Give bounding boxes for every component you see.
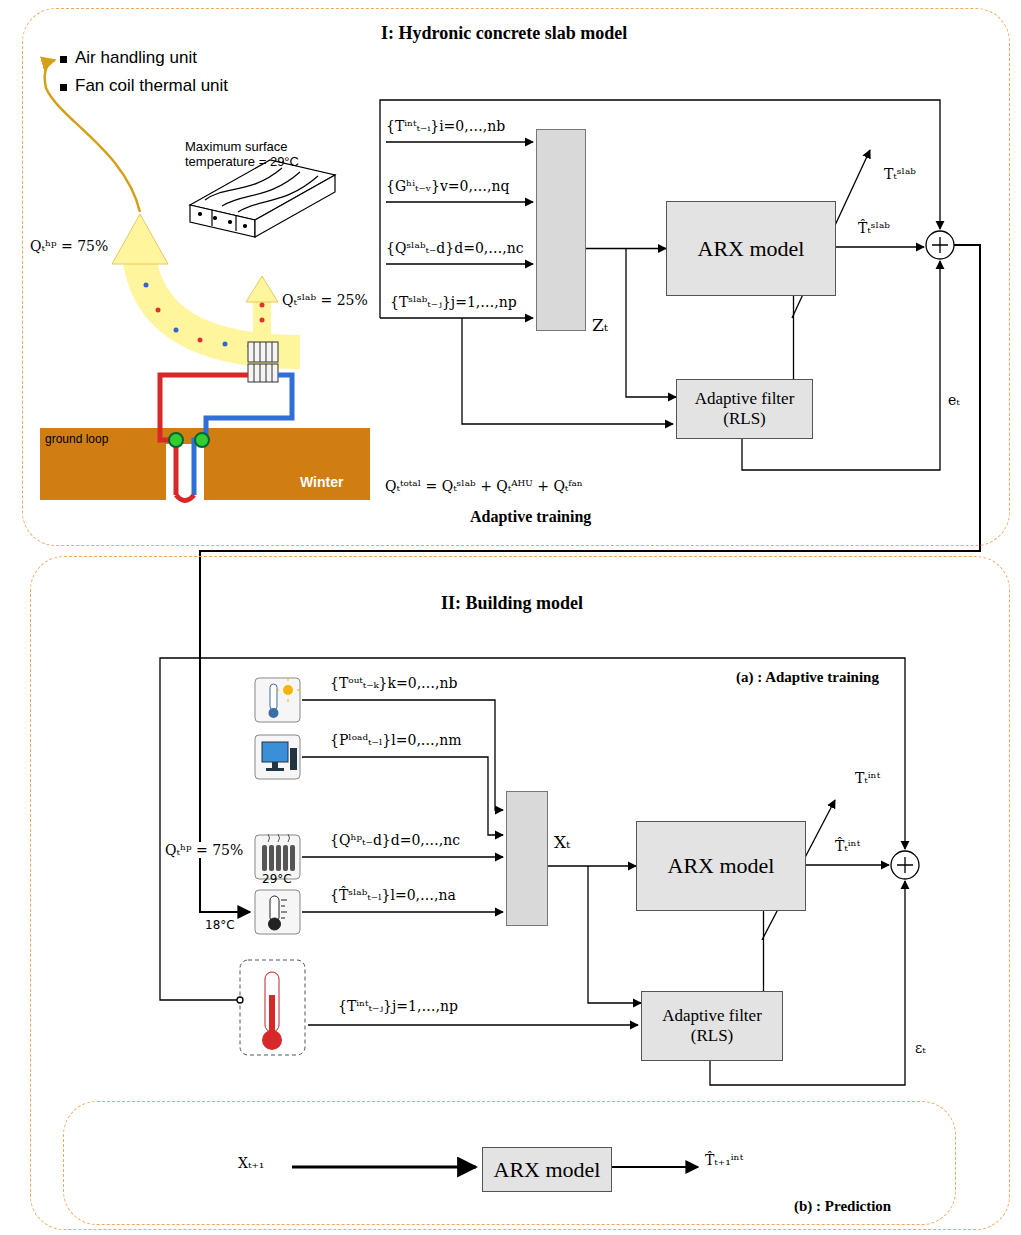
section-label: Adaptive training	[470, 508, 591, 526]
box-label: Adaptive filter (RLS)	[648, 1006, 776, 1045]
heat-flow	[112, 214, 300, 352]
input-label: {Pˡᵒᵃᵈₜ₋ₗ}l=0,…,nm	[330, 732, 462, 748]
signal-label: T̂ₜⁱⁿᵗ	[835, 838, 860, 854]
signal-label: εₜ	[915, 1040, 926, 1056]
input-label: {Qˢˡᵃᵇₜ₋d}d=0,…,nc	[386, 240, 524, 256]
heat-exchanger	[248, 342, 278, 382]
process-box: ARX model	[636, 821, 806, 911]
box-label: ARX model	[494, 1157, 601, 1183]
input-label: {Tⁱⁿᵗₜ₋ᵢ}i=0,…,nb	[386, 118, 505, 134]
heading: II: Building model	[441, 593, 583, 614]
signal-label: T̂ₜ₊₁ⁱⁿᵗ	[705, 1152, 743, 1168]
data-store: Xₜ	[506, 791, 548, 926]
signal-label: eₜ	[948, 392, 960, 408]
model-panel: II: Building model (a) : Adaptive trainin…	[30, 556, 1010, 1230]
bullets	[60, 56, 67, 91]
heading: Xₜ	[554, 832, 570, 852]
slab	[190, 160, 335, 237]
slab-wires	[200, 100, 980, 912]
heading: I: Hydronic concrete slab model	[381, 23, 627, 44]
connector	[793, 296, 794, 379]
outdoor-thermometer-icon	[269, 678, 301, 718]
signal-label: T̂ₜˢˡᵃᵇ	[858, 220, 890, 236]
box-label: ARX model	[668, 853, 775, 879]
building-wires	[160, 658, 919, 1167]
signal-label: Tₜⁱⁿᵗ	[855, 770, 880, 786]
prediction-panel: (b) : Prediction ARX model	[63, 1101, 956, 1225]
heading: (b) : Prediction	[794, 1198, 891, 1215]
pipes	[160, 375, 292, 501]
flow-label: Qₜʰᵖ = 75%	[30, 238, 108, 254]
data-store: Zₜ	[536, 129, 586, 331]
bullet-text: Fan coil thermal unit	[75, 76, 228, 96]
input-label: {Gʰⁱₜ₋ᵥ}v=0,…,nq	[386, 178, 509, 194]
box-label: ARX model	[698, 236, 805, 262]
radiator-icon	[262, 834, 295, 871]
note: Maximum surface temperature = 29°C	[185, 140, 335, 170]
input-label: {Tⁱⁿᵗₜ₋ⱼ}j=1,…,np	[338, 998, 458, 1014]
connector	[588, 866, 641, 1003]
flow-label: Qₜˢˡᵃᵇ = 25%	[282, 292, 368, 308]
indoor-thermometer-icon	[262, 972, 282, 1050]
input-label: {T̂ˢˡᵃᵇₜ₋ₗ}l=0,…,na	[330, 887, 456, 903]
temperature-label: 29°C	[262, 872, 292, 886]
heading: Zₜ	[592, 315, 608, 335]
input-label: {Tᵒᵘᵗₜ₋ₖ}k=0,…,nb	[330, 675, 458, 691]
borehole	[166, 444, 204, 500]
filter-box: Adaptive filter (RLS)	[676, 379, 813, 439]
input-label: {Tˢˡᵃᵇₜ₋ⱼ}j=1,…,np	[390, 294, 517, 310]
filter-box: Adaptive filter (RLS)	[641, 991, 783, 1061]
flow-label: Qₜʰᵖ = 75%	[163, 842, 245, 858]
signal-label: Tₜˢˡᵃᵇ	[884, 166, 916, 182]
season-label: Winter	[300, 474, 343, 490]
equation: Qₜᵗᵒᵗᵃˡ = Qₜˢˡᵃᵇ + Qₜᴬᴴᵁ + Qₜᶠᵃⁿ	[385, 478, 583, 494]
process-box: ARX model	[666, 201, 836, 296]
ground	[40, 428, 370, 500]
ground-label: ground loop	[45, 432, 108, 446]
heading: (a) : Adaptive training	[736, 669, 879, 686]
box-label: Adaptive filter (RLS)	[683, 389, 806, 428]
slab-thermostat-icon	[269, 896, 288, 930]
bullet-text: Air handling unit	[75, 48, 197, 68]
input-label: {Qʰᵖₜ₋d}d=0,…,nc	[330, 832, 460, 848]
connector	[763, 911, 764, 991]
signal-label: Xₜ₊₁	[238, 1155, 264, 1171]
temperature-label: 18°C	[205, 918, 235, 932]
computer-icon	[262, 742, 297, 771]
process-box: ARX model	[482, 1147, 612, 1192]
icons	[240, 678, 305, 1055]
connector	[548, 865, 636, 866]
